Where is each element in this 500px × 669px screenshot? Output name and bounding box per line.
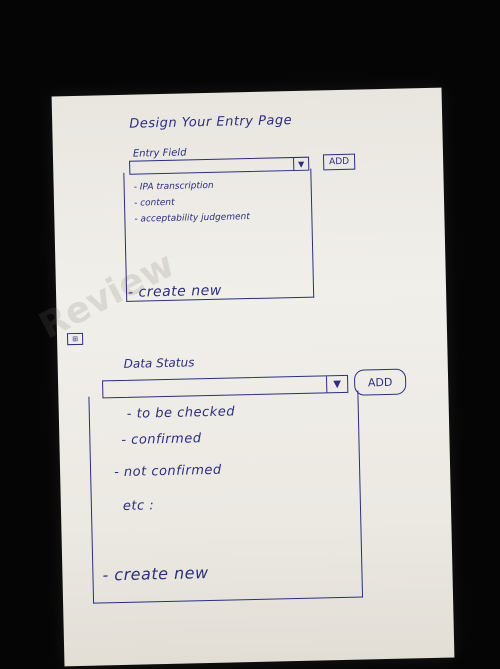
entry-field-add-button[interactable]: ADD xyxy=(322,153,356,171)
list-item[interactable]: - not confirmed xyxy=(113,462,222,481)
list-item[interactable]: - content xyxy=(133,197,175,209)
page-title: Design Your Entry Page xyxy=(129,113,293,132)
paper-sheet: Review Design Your Entry Page Entry Fiel… xyxy=(33,87,455,667)
data-status-label: Data Status xyxy=(123,355,195,371)
list-item[interactable]: - IPA transcription xyxy=(133,180,214,193)
list-item[interactable]: - to be checked xyxy=(126,404,236,422)
grid-icon: ⊞ xyxy=(66,332,84,346)
list-item[interactable]: etc : xyxy=(122,498,155,514)
data-status-create-new[interactable]: - create new xyxy=(102,563,209,585)
data-status-add-button[interactable]: ADD xyxy=(353,368,407,396)
entry-field-create-new[interactable]: - create new xyxy=(127,282,222,301)
chevron-down-icon[interactable]: ▼ xyxy=(326,375,348,393)
entry-field-label: Entry Field xyxy=(132,147,187,160)
list-item[interactable]: - confirmed xyxy=(121,431,202,448)
